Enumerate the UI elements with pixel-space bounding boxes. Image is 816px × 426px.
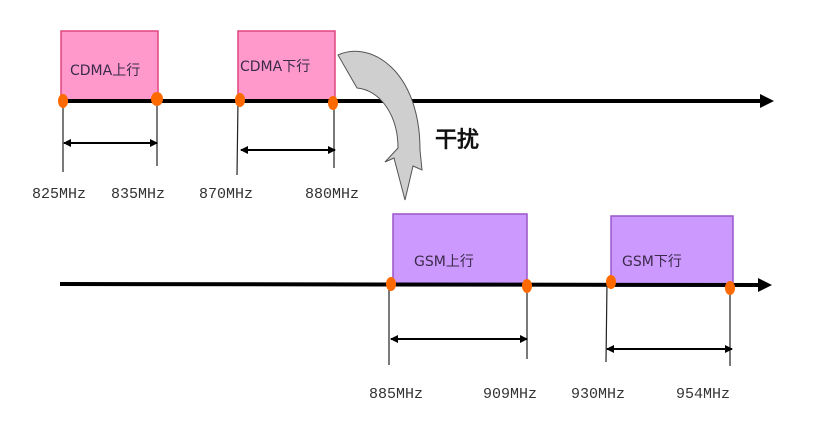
gsm-uplink-box: [392, 213, 528, 285]
gsm-downlink-label: GSM下行: [622, 254, 682, 270]
cdma-tick-lines: [62, 100, 335, 176]
cdma-axis-arrowhead: [760, 94, 774, 108]
marker-835: [151, 92, 163, 106]
gsm-axis-arrowhead: [758, 278, 772, 292]
gsm-downlink-box: [610, 215, 734, 287]
gsm-uplink-label: GSM上行: [414, 254, 474, 270]
marker-825: [58, 94, 68, 108]
marker-954: [725, 281, 735, 295]
freq-909: 909MHz: [483, 386, 537, 403]
interference-arrow: [337, 50, 423, 201]
freq-870: 870MHz: [199, 186, 253, 203]
marker-909: [522, 279, 532, 293]
freq-835: 835MHz: [111, 186, 165, 203]
cdma-uplink-box: [60, 30, 159, 102]
cdma-downlink-box: [237, 30, 336, 102]
freq-825: 825MHz: [32, 186, 86, 203]
cdma-downlink-label: CDMA下行: [240, 59, 310, 75]
freq-885: 885MHz: [369, 386, 423, 403]
freq-880: 880MHz: [305, 186, 359, 203]
freq-930: 930MHz: [571, 386, 625, 403]
cdma-uplink-label: CDMA上行: [70, 63, 140, 79]
gsm-frequency-axis: [59, 282, 763, 287]
freq-954: 954MHz: [676, 386, 730, 403]
marker-885: [386, 277, 396, 291]
interference-label: 干扰: [435, 128, 479, 153]
gsm-tick-lines: [388, 281, 731, 366]
marker-870: [235, 93, 245, 107]
marker-880: [328, 96, 338, 110]
marker-930: [606, 275, 616, 289]
